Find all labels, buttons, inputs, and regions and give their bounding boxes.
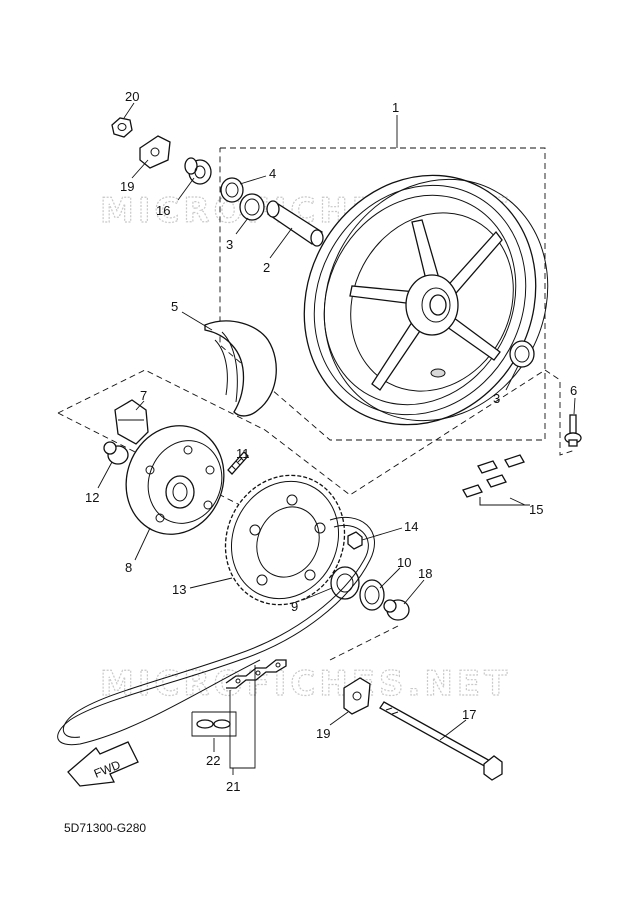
drive-chain-part-21 [225,659,287,689]
callout-19-top: 19 [120,179,134,194]
bearing-part-3-left [239,193,265,221]
callout-1: 1 [392,100,399,115]
callout-22: 22 [206,753,220,768]
sprocket-part-13 [224,474,346,606]
callout-18: 18 [418,566,432,581]
collar-part-18 [383,599,410,621]
callout-10: 10 [397,555,411,570]
oil-seal-part-4 [220,177,244,203]
chain-puller-plate-part-19-top [139,135,171,169]
rear-wheel-rim-part-1 [303,174,549,426]
wheel-assembly-outline [219,147,576,456]
callout-16: 17 [462,707,476,722]
flange-nut-part-20 [111,117,133,138]
callout-3-left: 3 [226,237,233,252]
callout-9: 9 [291,599,298,614]
callout-11: 11 [236,446,250,461]
callout-21: 21 [226,779,240,794]
chain-puller-part-19-bottom [343,677,371,715]
callout-14: 14 [404,519,418,534]
tire-valve-part-6 [564,414,582,447]
nut-part-14 [347,531,363,550]
callout-20: 20 [125,89,139,104]
callout-12: 12 [85,490,99,505]
callout-5: 5 [171,299,178,314]
chain-joint-part-22 [191,711,237,737]
spacer-part-2 [266,200,324,247]
bearing-part-9 [330,566,360,600]
callout-17: 16 [156,203,170,218]
stud-bolt-part-11 [227,451,249,475]
callout-3-right: 3 [493,391,500,406]
balance-weights-part-15 [462,454,530,506]
leader-lines [97,102,576,775]
bearing-part-3-right [509,340,535,368]
callout-15: 15 [529,502,543,517]
wheel-axle-part-16 [379,701,503,781]
chain-area-outline [329,624,401,661]
callout-13: 13 [172,582,186,597]
callout-7: 7 [140,388,147,403]
damper-part-7 [114,399,149,445]
tire-part-5 [204,320,277,417]
callout-19-bottom: 19 [316,726,330,741]
diagram-code: 5D71300-G280 [64,821,146,835]
callout-2: 2 [263,260,270,275]
sprocket-hub-part-8 [125,425,225,535]
forward-direction-arrow: FWD [67,741,139,787]
drive-chain-loop [57,516,375,746]
oil-seal-part-10 [359,579,385,611]
collar-part-12 [103,441,129,465]
callout-8: 8 [125,560,132,575]
watermark-bottom: MICROFICHES.NET [100,664,511,704]
callout-6: 6 [570,383,577,398]
callout-numbers: 20 19 16 4 3 2 1 5 3 6 7 12 8 11 13 14 1… [85,89,577,794]
collar-part-17 [184,157,212,185]
callout-4: 4 [269,166,276,181]
